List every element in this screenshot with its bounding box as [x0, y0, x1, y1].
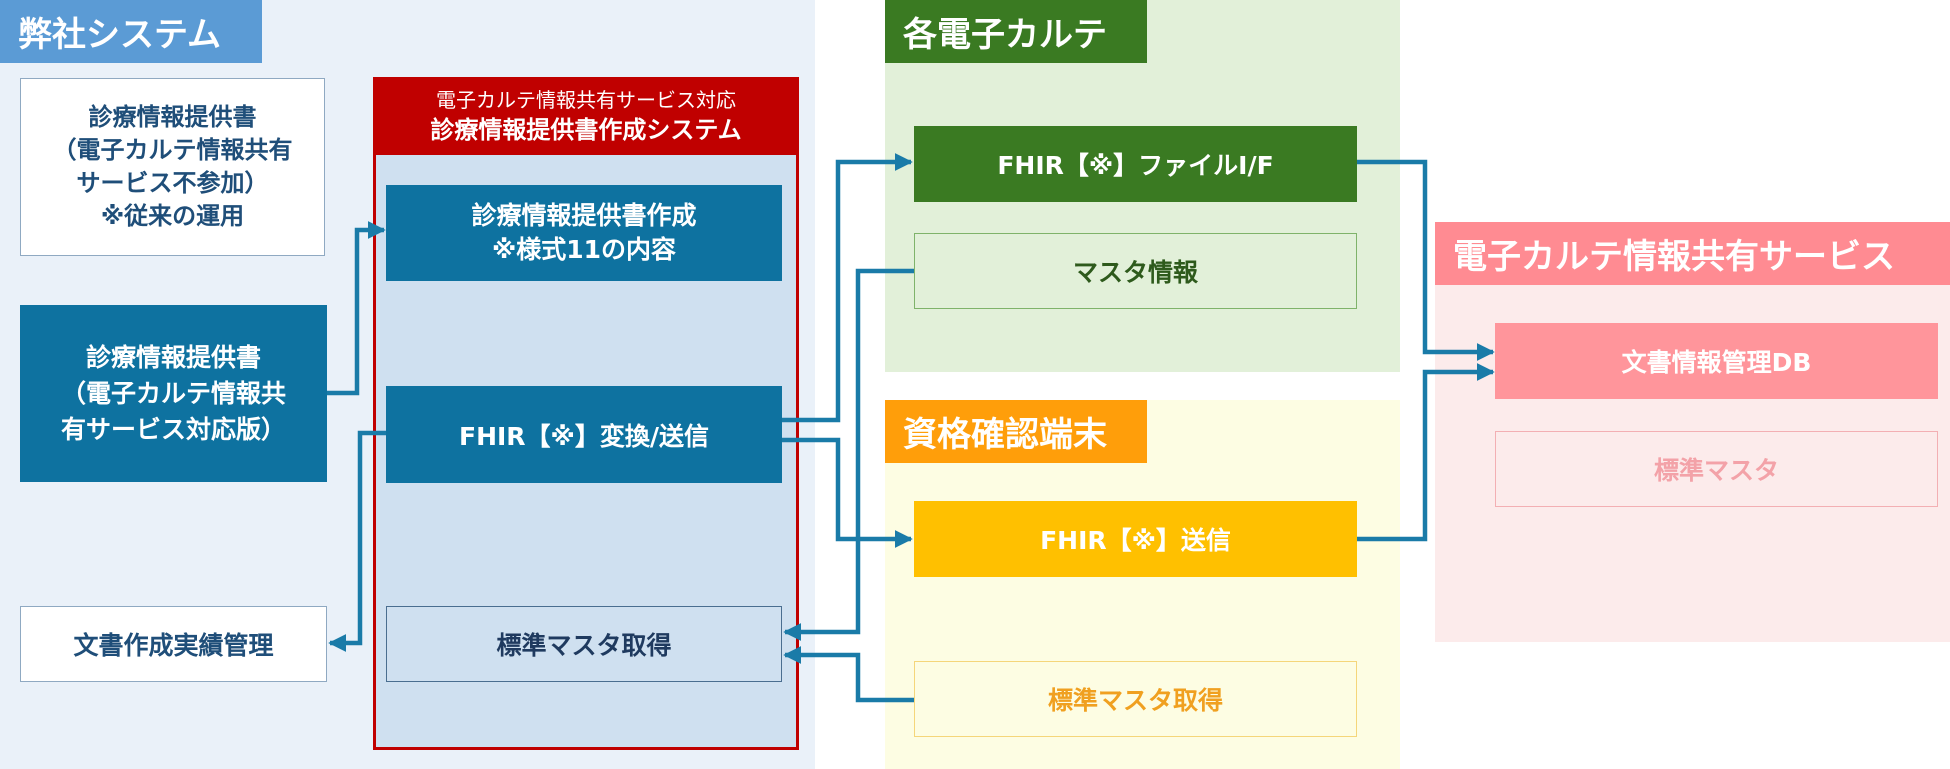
legacy-doc-line-1: 診療情報提供書 — [88, 103, 257, 131]
arrow-convert-to-records — [328, 430, 386, 652]
compatible-referral-doc: 診療情報提供書 （電子カルテ情報共 有サービス対応版） — [20, 305, 327, 482]
arrow-fhir-file-to-db — [1357, 159, 1495, 361]
arrow-convert-to-fhir-file — [782, 153, 913, 423]
legacy-doc-line-2: （電子カルテ情報共有 — [52, 136, 293, 164]
legacy-doc-line-3: サービス不参加） — [76, 169, 269, 197]
records-management: 文書作成実績管理 — [20, 606, 327, 682]
terminal-master-get-box: 標準マスタ取得 — [914, 661, 1357, 737]
fhir-file-if-box: FHIR【※】ファイルI/F — [914, 126, 1357, 202]
create-referral-box: 診療情報提供書作成 ※様式11の内容 — [386, 185, 782, 281]
create-box-line-2: ※様式11の内容 — [491, 235, 677, 264]
fhir-convert-send-box: FHIR【※】変換/送信 — [386, 386, 782, 483]
emr-title: 各電子カルテ — [885, 0, 1147, 63]
compatible-doc-line-2: （電子カルテ情報共 — [60, 378, 286, 408]
shared-service-title: 電子カルテ情報共有サービス — [1435, 222, 1950, 285]
creation-system-header: 電子カルテ情報共有サービス対応 診療情報提供書作成システム — [373, 77, 799, 155]
arrow-fhir-send-to-db — [1357, 363, 1495, 542]
compatible-doc-line-1: 診療情報提供書 — [85, 342, 261, 372]
create-box-line-1: 診療情報提供書作成 — [471, 201, 697, 230]
arrow-convert-to-fhir-send — [782, 437, 913, 548]
arrow-master-info-to-fetch — [783, 268, 914, 641]
company-system-title: 弊社システム — [0, 0, 262, 63]
creation-system-subtitle: 電子カルテ情報共有サービス対応 — [436, 88, 736, 112]
master-info-box: マスタ情報 — [914, 233, 1357, 309]
fhir-send-box: FHIR【※】送信 — [914, 501, 1357, 577]
arrow-terminal-master-to-fetch — [783, 646, 914, 703]
document-db-box: 文書情報管理DB — [1495, 323, 1938, 399]
legacy-doc-line-4: ※従来の運用 — [100, 202, 245, 230]
compatible-doc-line-3: 有サービス対応版） — [60, 414, 286, 444]
creation-system-title: 診療情報提供書作成システム — [430, 116, 742, 144]
standard-master-box: 標準マスタ — [1495, 431, 1938, 507]
standard-master-fetch-box: 標準マスタ取得 — [386, 606, 782, 682]
legacy-referral-doc: 診療情報提供書 （電子カルテ情報共有 サービス不参加） ※従来の運用 — [20, 78, 325, 256]
terminal-title: 資格確認端末 — [885, 400, 1147, 463]
arrow-compatible-to-create — [327, 221, 386, 396]
